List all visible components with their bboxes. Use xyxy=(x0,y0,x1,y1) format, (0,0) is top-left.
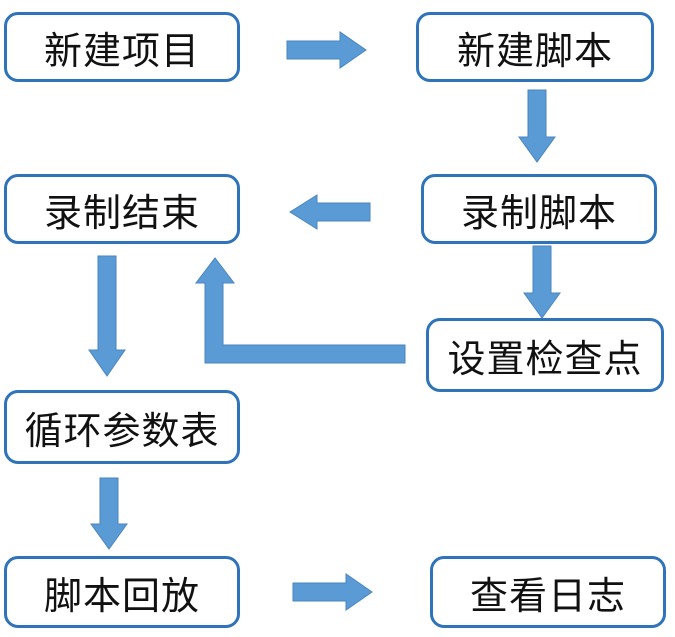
arrow-record-script-to-set-checkpoint xyxy=(523,245,561,319)
node-set-checkpoint: 设置检查点 xyxy=(426,318,664,392)
arrow-new-script-to-record-script xyxy=(518,89,556,163)
node-new-script: 新建脚本 xyxy=(416,12,654,82)
arrow-loop-param-table-to-script-playback xyxy=(90,477,128,550)
node-label: 循环参数表 xyxy=(24,408,220,453)
node-label: 录制脚本 xyxy=(460,190,617,235)
node-new-project: 新建项目 xyxy=(4,12,240,82)
node-label: 录制结束 xyxy=(43,190,200,235)
node-record-script: 录制脚本 xyxy=(421,174,657,244)
node-label: 脚本回放 xyxy=(43,573,200,618)
arrow-new-project-to-new-script xyxy=(286,31,367,69)
arrow-record-end-to-loop-param-table xyxy=(88,255,126,377)
node-script-playback: 脚本回放 xyxy=(4,556,240,628)
node-label: 查看日志 xyxy=(469,573,626,618)
node-loop-param-table: 循环参数表 xyxy=(4,390,240,464)
arrow-record-script-to-record-end xyxy=(289,194,371,230)
node-label: 设置检查点 xyxy=(447,336,643,381)
arrow-script-playback-to-view-log xyxy=(292,573,373,611)
node-label: 新建项目 xyxy=(43,28,200,73)
node-record-end: 录制结束 xyxy=(4,174,240,244)
node-view-log: 查看日志 xyxy=(430,556,666,628)
arrow-set-checkpoint-to-record-end xyxy=(194,257,406,364)
node-label: 新建脚本 xyxy=(456,28,613,73)
